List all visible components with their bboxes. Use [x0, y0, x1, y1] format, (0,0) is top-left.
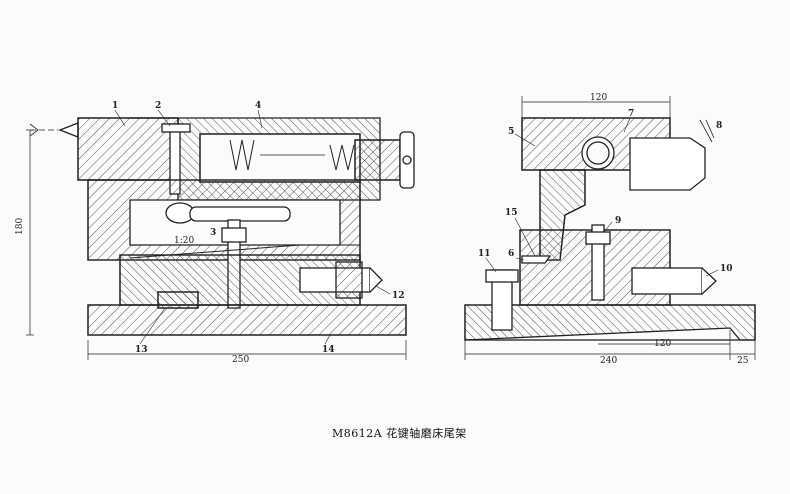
figure-caption: M8612A 花键轴磨床尾架	[332, 427, 467, 440]
label-11: 11	[478, 249, 491, 259]
side-dim-edge: 25	[737, 356, 749, 366]
label-4: 4	[255, 101, 261, 111]
label-14: 14	[322, 345, 335, 355]
label-9: 9	[615, 216, 621, 226]
label-1: 1	[112, 101, 118, 111]
label-7: 7	[628, 109, 634, 119]
label-10: 10	[720, 264, 733, 274]
label-8: 8	[716, 121, 722, 131]
side-view	[464, 117, 756, 341]
dim-height: 180	[15, 218, 25, 235]
side-dimensions	[464, 96, 756, 360]
side-dim-120: 120	[654, 339, 671, 349]
label-5: 5	[508, 127, 514, 137]
side-dim-total: 240	[600, 356, 617, 366]
label-3: 3	[210, 228, 216, 238]
front-dimensions	[26, 129, 407, 360]
label-6: 6	[508, 249, 514, 259]
front-view	[29, 117, 415, 336]
label-15: 15	[505, 208, 518, 218]
dim-length: 250	[232, 355, 249, 365]
side-dim-width: 120	[590, 93, 607, 103]
label-12: 12	[392, 291, 405, 301]
label-taper: 1:20	[174, 236, 194, 246]
label-2: 2	[155, 101, 161, 111]
label-13: 13	[135, 345, 148, 355]
